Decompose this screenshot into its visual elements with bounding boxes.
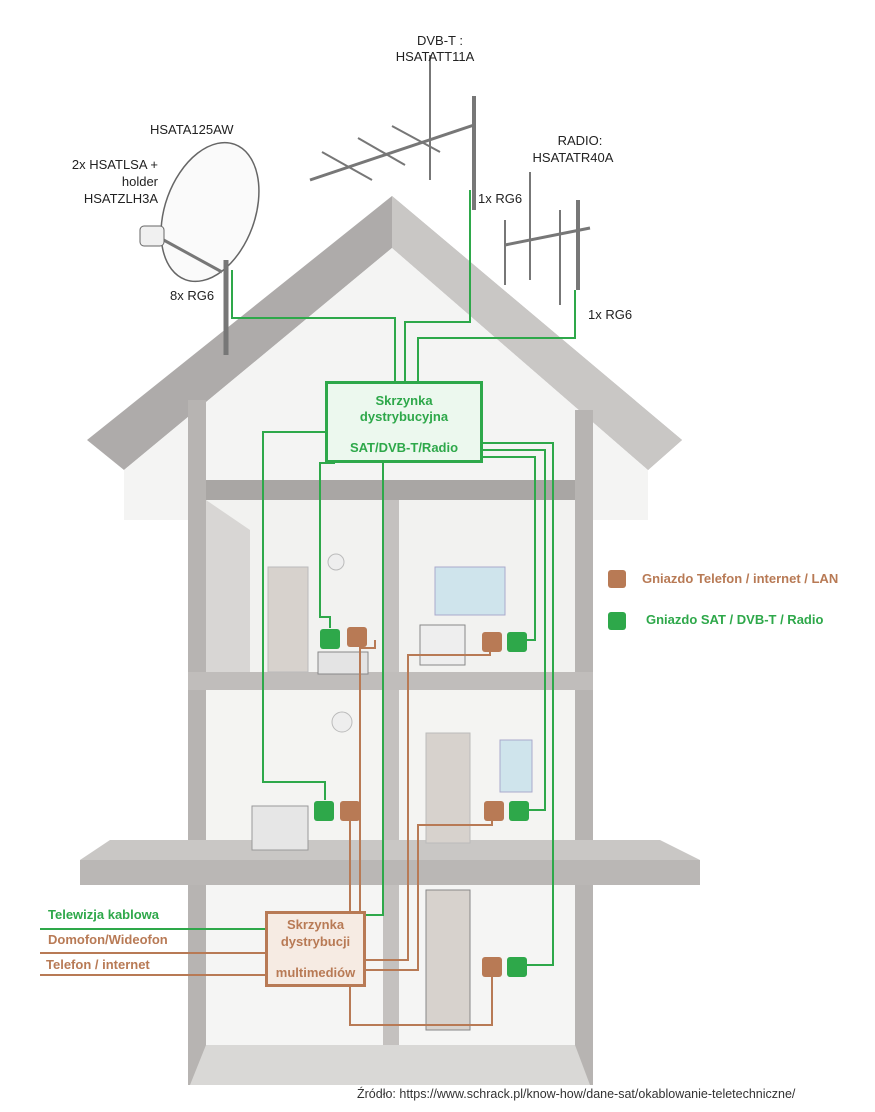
tv-screen [251,805,309,851]
cable-green-box-link [366,463,384,916]
lnb [139,225,165,247]
socket-lan-lower-right [482,957,502,977]
dist-box-line-3: SAT/DVB-T/Radio [349,440,459,455]
socket-lan-upper-left [347,627,367,647]
lnb-line-2: holder [121,174,158,189]
dvbt-element-1 [321,151,373,181]
ground-floor [190,1045,590,1085]
socket-lan-middle-left [340,801,360,821]
socket-sat-lower-right [507,957,527,977]
cable-green-mr [483,449,546,811]
socket-sat-middle-right [509,801,529,821]
cable-green-lr [483,442,554,966]
lnb-line-3: HSATZLH3A [83,191,158,206]
monitor [419,624,466,666]
door-middle [425,732,471,844]
mm-box-line-1: Skrzynka [286,917,345,932]
cable-brown-lr [349,975,493,1026]
lnb-line-1: 2x HSATLSA + [71,157,158,172]
cable-radio [417,290,576,381]
dist-box-line-1: Skrzynka [375,393,433,408]
legend-lan-swatch [608,570,626,588]
socket-sat-upper-left [320,629,340,649]
sat-dish-model: HSATA125AW [150,122,234,137]
window-upper [434,566,506,616]
cable-dvbt [404,190,471,381]
lnb-arm [159,236,223,274]
house-center-wall [383,490,399,1085]
floor-1-shadow [206,500,250,680]
source-credit: Źródło: https://www.schrack.pl/know-how/… [357,1087,796,1101]
radio-model: HSATATR40A [532,150,614,165]
input-phone: Telefon / internet [46,957,150,972]
hifi-unit [317,651,369,675]
balcony-front [80,860,700,885]
radio-boom [504,226,591,247]
house-frame-left [188,400,206,1085]
distribution-box-sat: Skrzynka dystrybucyjna SAT/DVB-T/Radio [325,381,483,463]
mm-box-line-2: dystrybucji [280,934,351,949]
cable-green-ur [483,456,536,641]
floor-1-slab [206,480,575,500]
ceiling-lamp [327,553,345,571]
radio-cable-label: 1x RG6 [588,307,633,322]
satellite-dish [160,141,260,283]
house-frame-right [575,410,593,1085]
socket-lan-upper-right [482,632,502,652]
door-lower [425,889,471,1031]
distribution-box-multimedia: Skrzynka dystrybucji multimediów [265,911,366,987]
legend-sat-label: Gniazdo SAT / DVB-T / Radio [646,612,824,627]
input-cable-tv: Telewizja kablowa [48,907,160,922]
floor-2-slab [188,672,593,690]
dist-box-line-2: dystrybucyjna [359,409,449,424]
cable-brown-ul [359,640,376,911]
roof-side [392,196,682,470]
sat-cable-label: 8x RG6 [170,288,215,303]
socket-sat-middle-left [314,801,334,821]
cable-sat [231,270,396,381]
dvbt-cable-label: 1x RG6 [478,191,523,206]
wardrobe [267,566,309,673]
socket-lan-middle-right [484,801,504,821]
dvbt-label: DVB-T : [417,33,463,48]
input-intercom: Domofon/Wideofon [48,932,168,947]
dvbt-boom [309,123,475,182]
dvbt-element-3 [391,125,441,153]
legend-sat-swatch [608,612,626,630]
legend-lan-label: Gniazdo Telefon / internet / LAN [642,571,839,586]
cable-brown-ur [366,650,491,961]
dvbt-model: HSATATT11A [395,49,475,64]
cable-green-ul [319,462,335,628]
socket-sat-upper-right [507,632,527,652]
cable-brown-mr [366,818,493,971]
cable-green-ml [262,431,326,800]
chandelier [331,711,353,733]
mm-box-line-3: multimediów [275,965,356,980]
radio-label: RADIO: [557,133,603,148]
window-middle [499,739,533,793]
dvbt-element-2 [357,137,406,166]
